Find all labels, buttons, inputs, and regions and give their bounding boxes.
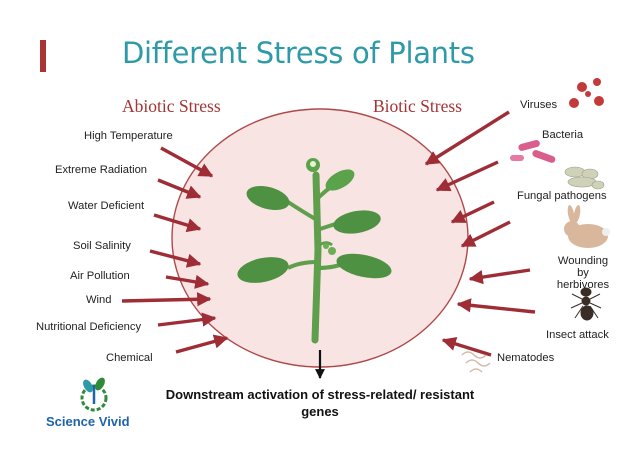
arrow-nematodes bbox=[441, 337, 492, 357]
nematode-icon bbox=[461, 351, 491, 373]
arrow-viruses bbox=[424, 110, 510, 166]
arrow-herbivores bbox=[468, 268, 531, 285]
arrow-high-temperature bbox=[160, 146, 214, 178]
plant-illustration bbox=[237, 158, 392, 344]
downstream-caption: Downstream activation of stress-related/… bbox=[165, 387, 475, 419]
arrow-extreme-radiation bbox=[157, 178, 202, 199]
abiotic-label: Wind bbox=[86, 294, 112, 306]
virus-icon bbox=[569, 78, 604, 108]
abiotic-label: Nutritional Deficiency bbox=[36, 321, 142, 333]
biotic-arrows bbox=[424, 110, 536, 357]
biotic-heading: Biotic Stress bbox=[373, 96, 462, 116]
arrow-nutritional-deficiency bbox=[157, 312, 217, 327]
arrow-wind bbox=[121, 292, 212, 307]
rabbit-icon bbox=[564, 205, 610, 248]
page-title: Different Stress of Plants bbox=[122, 36, 475, 70]
biotic-label: Insect attack bbox=[546, 329, 609, 341]
biotic-label: Viruses bbox=[520, 99, 558, 111]
arrow-fungal-pathogens bbox=[450, 200, 495, 224]
biotic-label: Bacteria bbox=[542, 129, 584, 141]
abiotic-label: Water Deficient bbox=[68, 200, 145, 212]
biotic-label: Fungal pathogens bbox=[517, 190, 607, 202]
abiotic-heading: Abiotic Stress bbox=[122, 96, 221, 116]
fungal-pathogen-icon bbox=[564, 166, 605, 190]
abiotic-label: High Temperature bbox=[84, 130, 173, 142]
science-vivid-logo-icon bbox=[80, 377, 108, 412]
biotic-label: Nematodes bbox=[497, 352, 555, 364]
abiotic-label: Air Pollution bbox=[70, 270, 130, 282]
abiotic-label: Chemical bbox=[106, 352, 153, 364]
arrow-fungal-lower bbox=[460, 220, 511, 248]
abiotic-arrows bbox=[121, 146, 229, 354]
arrow-soil-salinity bbox=[149, 249, 202, 268]
abiotic-label: Soil Salinity bbox=[73, 240, 131, 252]
bacteria-icon bbox=[510, 140, 556, 163]
title-accent-bar bbox=[40, 40, 46, 72]
arrow-insect bbox=[456, 298, 536, 314]
ant-icon bbox=[570, 287, 602, 321]
arrow-bacteria bbox=[435, 160, 499, 192]
biotic-label: Wounding by herbivores bbox=[556, 255, 610, 291]
arrow-water-deficient bbox=[153, 213, 202, 233]
arrow-chemical bbox=[175, 334, 229, 354]
abiotic-label: Extreme Radiation bbox=[55, 164, 148, 176]
arrow-air-pollution bbox=[165, 274, 210, 289]
brand-name: Science Vivid bbox=[46, 414, 130, 429]
